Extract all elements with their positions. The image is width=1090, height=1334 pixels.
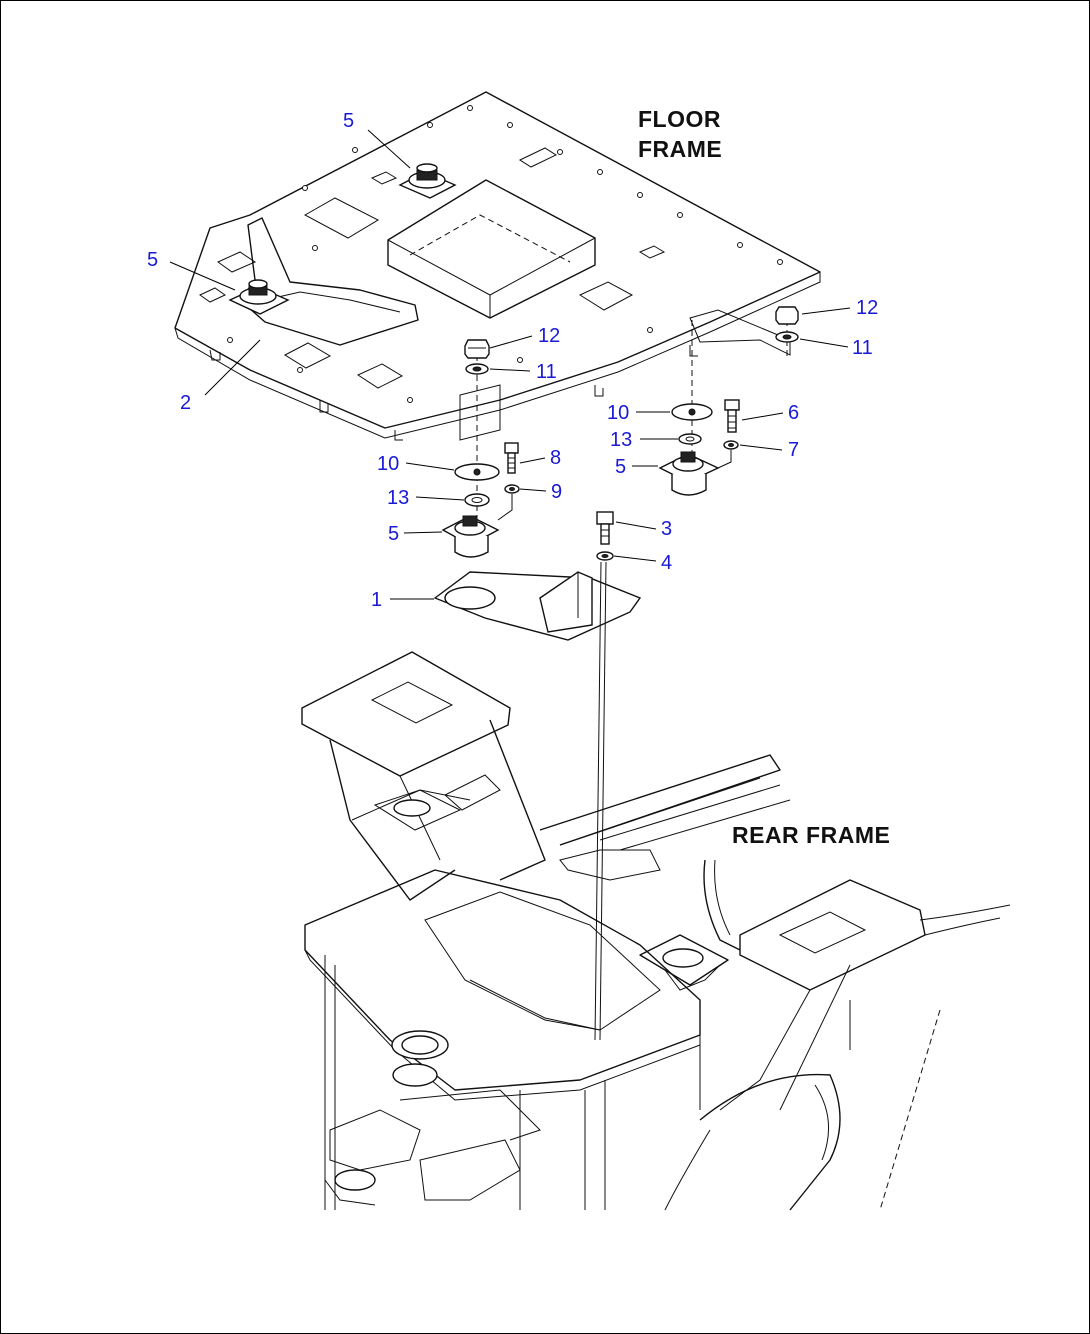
callout-7: 7 xyxy=(788,439,799,461)
callout-3: 3 xyxy=(661,518,672,540)
callout-13-center: 13 xyxy=(387,487,409,509)
callout-5-center: 5 xyxy=(388,523,399,545)
callout-12-center: 12 xyxy=(538,325,560,347)
mount-top-left xyxy=(228,279,290,315)
callout-8: 8 xyxy=(550,447,561,469)
callout-5-left: 5 xyxy=(147,249,158,271)
callout-2: 2 xyxy=(180,392,191,414)
callout-5-top: 5 xyxy=(343,110,354,132)
plate-holes xyxy=(227,105,783,403)
callout-6: 6 xyxy=(788,402,799,424)
callout-11-right: 11 xyxy=(852,337,873,359)
exploded-stack-center xyxy=(441,339,520,558)
leader-lines xyxy=(169,129,851,600)
callout-10-center: 10 xyxy=(377,453,399,475)
callout-13-right: 13 xyxy=(610,429,632,451)
callout-5-right: 5 xyxy=(615,456,626,478)
rear-frame-label: REAR FRAME xyxy=(732,822,890,848)
floor-frame-plate xyxy=(174,91,821,441)
floor-frame-label-line-2: FRAME xyxy=(638,136,722,162)
callout-10-right: 10 xyxy=(607,402,629,424)
rear-frame xyxy=(301,651,1011,1211)
callout-4: 4 xyxy=(661,552,672,574)
callout-1: 1 xyxy=(371,589,382,611)
floor-frame-label-line-1: FLOOR xyxy=(638,106,721,132)
part-callouts: 5 5 2 12 11 12 11 10 6 13 7 5 10 8 13 9 … xyxy=(147,110,878,611)
mount-top-center xyxy=(398,163,457,199)
callout-9: 9 xyxy=(551,481,562,503)
callout-11-center: 11 xyxy=(536,361,557,383)
exploded-stack-right xyxy=(658,306,799,496)
bracket-1 xyxy=(433,511,642,1041)
callout-12-right: 12 xyxy=(856,297,878,319)
